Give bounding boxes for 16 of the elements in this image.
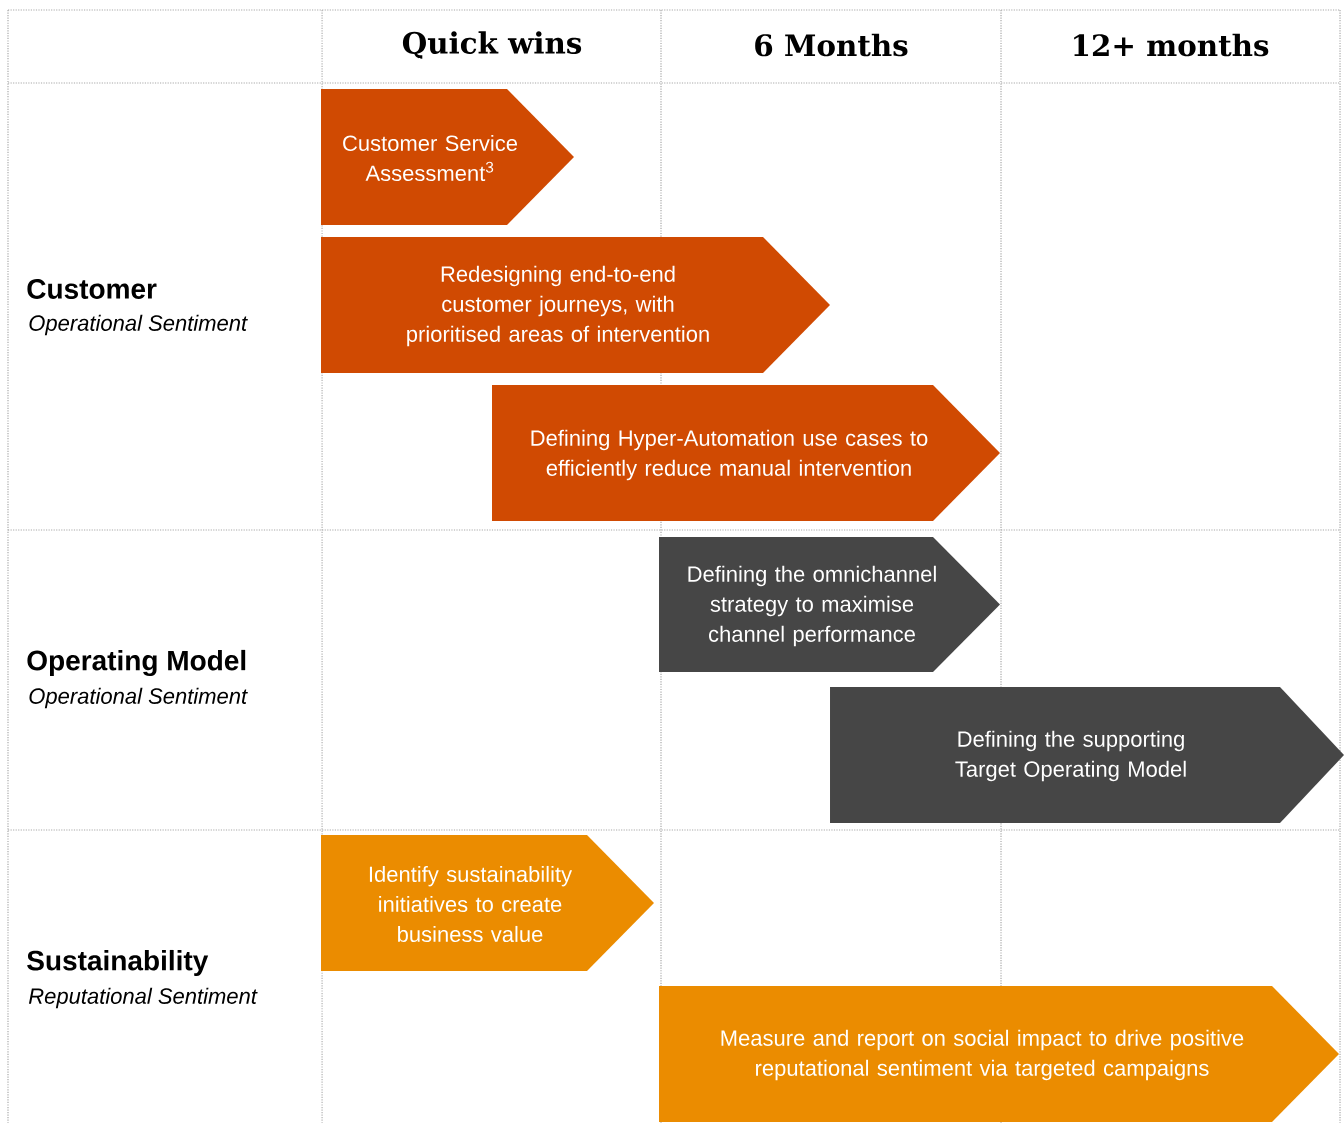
row-heading: Customer [27,279,157,299]
chevron-banner: Defining the omnichannel strategy to maximise channel performance [659,537,1000,672]
row-heading: Sustainability [27,949,209,977]
chevron-banner: Defining Hyper-Automation use cases to efficiently reduce manual intervention [492,385,1000,521]
chevron-banner: Measure and report on social impact to drive positive reputational sentiment via targeted campaigns [659,986,1339,1122]
row-subheading: Operational Sentiment [29,314,248,336]
column-header: Quick wins [402,31,582,59]
chevron-banner: Defining the supporting Target Operating Model [830,687,1344,823]
column-header: 6 Months [755,33,908,57]
chevron-banner: Customer Service Assessment$^{3}$ [321,89,574,225]
row-subheading: Reputational Sentiment [28,987,258,1009]
chevron-banner: Redesigning end-to-end customer journeys, with prioritised areas of intervention [321,237,830,373]
chevron-banner: Identify sustainability initiatives to create business value [321,835,654,971]
row-heading: Operating Model [27,649,246,677]
row-subheading: Operational Sentiment [29,687,248,709]
column-header: 12+ months [1074,33,1269,57]
